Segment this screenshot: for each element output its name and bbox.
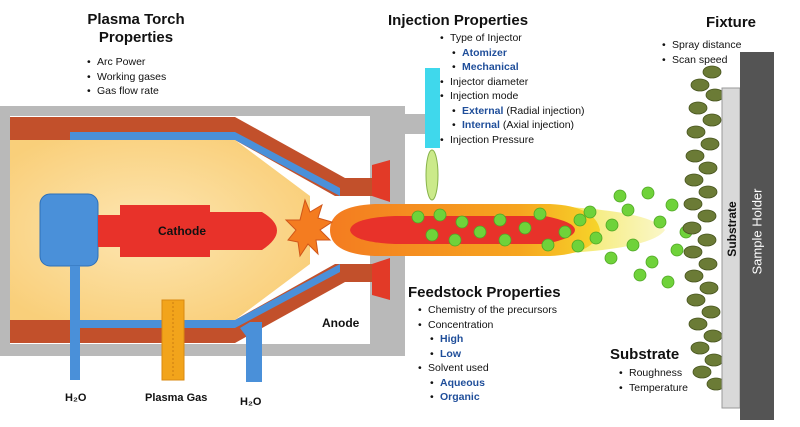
solvent-aqueous: Aqueous (440, 376, 485, 389)
list-item: Working gases (87, 70, 166, 85)
injection-mode-internal: Internal (462, 119, 500, 131)
injector-type-atomizer: Atomizer (462, 46, 507, 59)
concentration-low: Low (440, 347, 461, 360)
injector-body (425, 68, 440, 148)
list-item: Aqueous (418, 376, 557, 391)
plasma-gas-label: Plasma Gas (145, 392, 208, 404)
sample-holder-label: Sample Holder (749, 188, 765, 275)
nozzle-tip-top (372, 160, 390, 202)
injection-title: Injection Properties (388, 12, 529, 29)
torch-title-line2: Properties (98, 29, 174, 46)
water-inlet-pipe-left (70, 266, 80, 380)
list-item: Organic (418, 390, 557, 405)
coating-deposit (682, 65, 726, 391)
plasma-jet-inner (350, 216, 575, 244)
solvent-organic: Organic (440, 391, 480, 403)
torch-title: Plasma Torch Properties (78, 11, 194, 47)
torch-title-line1: Plasma Torch (87, 11, 185, 28)
substrate-vertical-label: Substrate (725, 201, 739, 257)
droplets (411, 186, 693, 289)
injection-mode-external: External (462, 104, 504, 117)
list-item: Injection mode (440, 89, 585, 104)
cooling-water-box (39, 193, 99, 267)
injection-mode-external-detail: (Radial injection) (503, 104, 585, 117)
list-item: Chemistry of the precursors (418, 303, 557, 318)
list-item: Type of Injector (440, 31, 585, 46)
substrate-property-list: Roughness Temperature (619, 366, 688, 395)
list-item: Solvent used (418, 361, 557, 376)
list-item: External (Radial injection) (440, 104, 585, 119)
injection-mode-internal-detail: (Axial injection) (499, 119, 575, 131)
list-item: Arc Power (87, 55, 166, 70)
injector-type-mechanical: Mechanical (462, 61, 519, 73)
spray-cone (425, 149, 439, 201)
list-item: Temperature (619, 381, 688, 396)
torch-property-list: Arc Power Working gases Gas flow rate (87, 55, 166, 99)
list-item: Gas flow rate (87, 84, 166, 99)
list-item: Scan speed (662, 53, 741, 68)
fixture-title: Fixture (706, 14, 757, 31)
cooling-channel-bottom (70, 264, 340, 328)
anode-label: Anode (322, 316, 360, 330)
list-item: Concentration (418, 318, 557, 333)
list-item: Injector diameter (440, 75, 585, 90)
list-item: Roughness (619, 366, 688, 381)
list-item: Spray distance (662, 38, 741, 53)
concentration-high: High (440, 333, 464, 345)
list-item: Internal (Axial injection) (440, 118, 585, 133)
list-item: High (418, 332, 557, 347)
substrate-title: Substrate (610, 346, 680, 363)
water-inlet-label: H₂O (65, 392, 87, 404)
nozzle-tip-bottom (372, 258, 390, 300)
arc-spark (284, 198, 334, 258)
list-item: Mechanical (440, 60, 585, 75)
sample-holder (740, 52, 774, 420)
fixture-property-list: Spray distance Scan speed (662, 38, 741, 67)
list-item: Atomizer (440, 46, 585, 61)
feedstock-title: Feedstock Properties (408, 284, 561, 301)
cathode-shape (98, 205, 277, 257)
feedstock-property-list: Chemistry of the precursors Concentratio… (418, 303, 557, 405)
injection-property-list: Type of Injector Atomizer Mechanical Inj… (440, 31, 585, 147)
cathode-label: Cathode (158, 224, 206, 238)
list-item: Low (418, 347, 557, 362)
list-item: Injection Pressure (440, 133, 585, 148)
water-outlet-pipe-right (240, 322, 262, 382)
water-outlet-label: H₂O (240, 396, 262, 408)
injector-mount (400, 114, 430, 134)
cooling-channel-top (70, 132, 340, 196)
